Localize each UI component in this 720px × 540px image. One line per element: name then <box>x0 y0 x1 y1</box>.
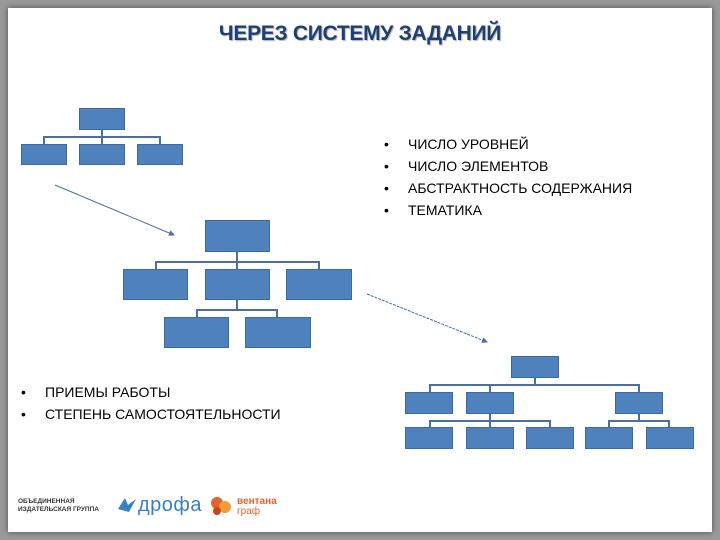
logo-text: граф <box>237 506 260 517</box>
connector <box>638 414 640 421</box>
connector <box>196 309 278 311</box>
list-item: АБСТРАКТНОСТЬ СОДЕРЖАНИЯ <box>384 177 632 199</box>
tree-node <box>405 392 453 414</box>
connector <box>159 136 161 144</box>
connector <box>638 384 640 392</box>
list-item: ЧИСЛО УРОВНЕЙ <box>384 133 632 155</box>
connector <box>196 309 198 317</box>
tree-node <box>526 427 574 449</box>
logo-text: ИЗДАТЕЛЬСКАЯ ГРУППА <box>18 506 99 513</box>
connector <box>101 136 103 144</box>
tree-node <box>21 144 67 165</box>
connector <box>276 309 278 317</box>
bird-icon <box>118 498 136 512</box>
connector <box>429 384 639 386</box>
tree-node <box>466 427 514 449</box>
tree-node <box>164 317 229 348</box>
tree-node-root <box>205 220 270 252</box>
connector <box>101 130 103 137</box>
publisher-group-logo: ОБЪЕДИНЕННАЯ ИЗДАТЕЛЬСКАЯ ГРУППА <box>18 498 99 514</box>
connector <box>549 420 551 427</box>
list-item: ПРИЕМЫ РАБОТЫ <box>21 381 281 403</box>
list-item: СТЕПЕНЬ САМОСТОЯТЕЛЬНОСТИ <box>21 403 281 425</box>
connector <box>608 420 610 427</box>
connector <box>318 261 320 269</box>
connector <box>608 420 670 422</box>
tree-node <box>286 269 352 300</box>
connector <box>489 384 491 392</box>
connector <box>155 261 157 269</box>
connector <box>429 384 431 392</box>
tree-node <box>245 317 311 348</box>
tree-node <box>466 392 514 414</box>
methods-list: ПРИЕМЫ РАБОТЫ СТЕПЕНЬ САМОСТОЯТЕЛЬНОСТИ <box>21 381 281 425</box>
connector <box>236 252 238 262</box>
tree-node <box>123 269 188 300</box>
connector <box>668 420 670 427</box>
connector <box>43 136 45 144</box>
tree-node <box>585 427 633 449</box>
connector <box>489 414 491 421</box>
connector <box>429 420 431 427</box>
connector <box>236 300 238 310</box>
list-item: ТЕМАТИКА <box>384 199 632 221</box>
list-item: ЧИСЛО ЭЛЕМЕНТОВ <box>384 155 632 177</box>
connector <box>236 261 238 269</box>
tree-node <box>205 269 270 300</box>
tree-node <box>79 144 125 165</box>
logo-text: дрофа <box>138 494 202 516</box>
connector <box>489 420 491 427</box>
page-title: ЧЕРЕЗ СИСТЕМУ ЗАДАНИЙ <box>218 22 502 45</box>
tree-node <box>615 392 663 414</box>
logo-text: ОБЪЕДИНЕННАЯ <box>18 498 75 505</box>
arrow-line <box>366 293 488 343</box>
tree-node <box>405 427 453 449</box>
logo-text: вентана <box>237 496 277 507</box>
tree-node <box>137 144 183 165</box>
tree-node-root <box>79 108 125 130</box>
connector <box>534 378 536 385</box>
tree-node-root <box>511 356 559 378</box>
ventana-emblem-icon <box>211 497 231 515</box>
arrow-line <box>54 184 175 236</box>
criteria-list: ЧИСЛО УРОВНЕЙ ЧИСЛО ЭЛЕМЕНТОВ АБСТРАКТНО… <box>384 133 632 221</box>
tree-node <box>646 427 694 449</box>
